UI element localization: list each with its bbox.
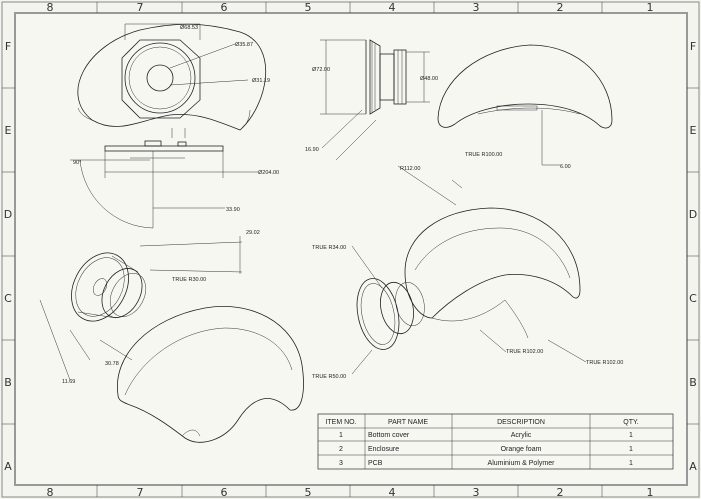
zone-col-6-top: 6 — [221, 1, 228, 14]
dim-d1: Ø68.53 — [180, 25, 198, 31]
zone-col-7-bottom: 7 — [137, 486, 144, 499]
bom-row-2-item: 2 — [339, 446, 343, 453]
zone-row-b-right: B — [689, 376, 697, 389]
dim-d15: R112.00 — [400, 166, 420, 172]
dim-d4: Ø204.00 — [258, 170, 279, 176]
bom-row-3-part: PCB — [368, 460, 383, 467]
enclosure-isometric-view — [116, 306, 304, 443]
zone-row-d-right: D — [689, 208, 697, 221]
dim-d3: Ø31.19 — [252, 78, 270, 84]
zone-col-3-top: 3 — [473, 1, 480, 14]
driver-side-view — [320, 39, 430, 161]
zone-row-e-right: E — [690, 124, 697, 137]
zone-col-1-bottom: 1 — [647, 486, 654, 499]
zone-col-6-bottom: 6 — [221, 486, 228, 499]
dim-angle: 90° — [73, 160, 81, 166]
dim-d11: 30.78 — [105, 361, 119, 367]
bom-row-3-item: 3 — [339, 460, 343, 467]
dim-d6: Ø48.00 — [420, 76, 438, 82]
zone-col-5-bottom: 5 — [305, 486, 312, 499]
zone-col-2-bottom: 2 — [557, 486, 564, 499]
dim-d19: TRUE R102.00 — [586, 360, 623, 366]
zone-row-f-right: F — [690, 40, 696, 53]
zone-col-8-bottom: 8 — [47, 486, 54, 499]
zone-row-f-left: F — [5, 40, 11, 53]
zone-row-a-left: A — [4, 460, 12, 473]
dim-d18: TRUE R102.00 — [506, 349, 543, 355]
bom-row-1-item: 1 — [339, 432, 343, 439]
inner-border — [14, 12, 688, 486]
zone-row-a-right: A — [689, 460, 697, 473]
zone-col-3-bottom: 3 — [473, 486, 480, 499]
assembly-isometric-view — [351, 165, 587, 375]
bom-header-part: PART NAME — [388, 419, 428, 426]
front-view — [77, 23, 266, 131]
bottom-plate-view — [70, 128, 258, 229]
bom-row-2-desc: Orange foam — [501, 446, 542, 453]
bom-header-item: ITEM NO. — [325, 419, 356, 426]
bom-row-1-qty: 1 — [629, 432, 633, 439]
zone-row-b-left: B — [4, 376, 12, 389]
dim-d13: TRUE R100.00 — [465, 152, 502, 158]
zone-col-1-top: 1 — [647, 1, 654, 14]
dim-d12: 11.69 — [62, 379, 75, 385]
dim-d5: Ø72.00 — [312, 67, 330, 73]
bom-header-qty: QTY. — [623, 419, 638, 426]
zone-row-e-left: E — [5, 124, 12, 137]
enclosure-side-view — [437, 44, 613, 166]
bom-row-1-part: Bottom cover — [368, 432, 410, 439]
bom-table — [317, 413, 674, 470]
zone-col-4-top: 4 — [389, 1, 396, 14]
dim-d16: TRUE R34.00 — [312, 245, 346, 251]
zone-col-2-top: 2 — [557, 1, 564, 14]
dim-d2: Ø35.87 — [235, 42, 253, 48]
dim-d9: 29.02 — [246, 230, 260, 236]
bom-row-2-qty: 1 — [629, 446, 633, 453]
bom-row-1-desc: Acrylic — [511, 432, 532, 439]
dim-d14: 6.00 — [560, 164, 571, 170]
zone-row-c-left: C — [4, 292, 12, 305]
zone-col-8-top: 8 — [47, 1, 54, 14]
zone-row-d-left: D — [4, 208, 12, 221]
zone-col-4-bottom: 4 — [389, 486, 396, 499]
zone-col-7-top: 7 — [137, 1, 144, 14]
bom-row-2-part: Enclosure — [368, 446, 399, 453]
driver-isometric-view — [39, 236, 243, 381]
dim-d8: 16.90 — [305, 147, 319, 153]
dim-d17: TRUE R50.00 — [312, 374, 346, 380]
zone-col-5-top: 5 — [305, 1, 312, 14]
dim-d7: 33.90 — [226, 207, 240, 213]
bom-header-desc: DESCRIPTION — [497, 419, 545, 426]
dim-d10: TRUE R30.00 — [172, 277, 206, 283]
zone-row-c-right: C — [689, 292, 697, 305]
bom-row-3-desc: Aluminium & Polymer — [488, 460, 556, 467]
bom-row-3-qty: 1 — [629, 460, 633, 467]
